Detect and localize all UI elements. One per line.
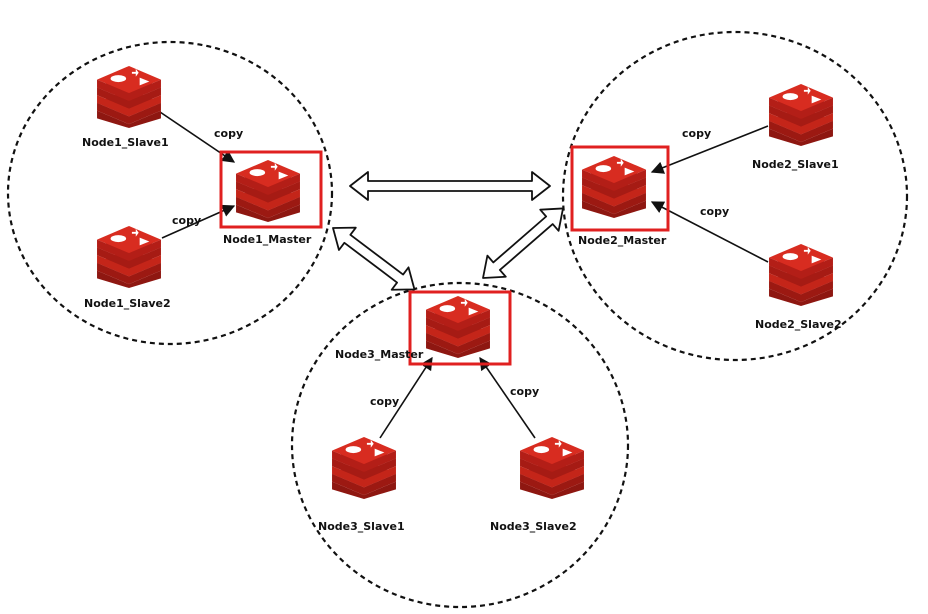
node2-slave1-label: Node2_Slave1 [752, 158, 839, 171]
master2-master3-double-arrow [482, 207, 564, 279]
redis-logo-icon [582, 156, 646, 218]
copy-label: copy [700, 205, 729, 218]
node3-slave1-label: Node3_Slave1 [318, 520, 405, 533]
cluster-3-boundary [290, 281, 630, 609]
node2-slave2-label: Node2_Slave2 [755, 318, 842, 331]
node1-master-highlight [219, 150, 323, 229]
cluster-2-boundary [561, 30, 909, 362]
redis-logo-icon [426, 296, 490, 358]
edge-node2-slave2-to-master [650, 201, 769, 263]
master1-master2-double-arrow [349, 171, 551, 201]
redis-logo-icon [97, 226, 161, 288]
node1-master-label: Node1_Master [223, 233, 312, 246]
node1-slave1-label: Node1_Slave1 [82, 136, 169, 149]
copy-label: copy [172, 214, 201, 227]
edge-node3-slave1-to-master [379, 356, 433, 439]
node2-master-label: Node2_Master [578, 234, 667, 247]
edge-node2-slave1-to-master [650, 125, 769, 174]
copy-label: copy [510, 385, 539, 398]
node3-master-highlight [408, 290, 512, 366]
node1-slave2-label: Node1_Slave2 [84, 297, 171, 310]
redis-logo-icon [236, 160, 300, 222]
copy-label: copy [682, 127, 711, 140]
node3-master-label: Node3_Master [335, 348, 424, 361]
redis-logo-icon [520, 437, 584, 499]
redis-logo-icon [97, 66, 161, 128]
edge-node3-slave2-to-master [479, 356, 536, 439]
master1-master3-double-arrow [332, 226, 416, 291]
node2-master-highlight [570, 145, 670, 232]
copy-label: copy [214, 127, 243, 140]
node3-slave2-label: Node3_Slave2 [490, 520, 577, 533]
redis-logo-icon [332, 437, 396, 499]
redis-logo-icon [769, 84, 833, 146]
cluster-1-boundary [6, 40, 334, 346]
copy-label: copy [370, 395, 399, 408]
redis-logo-icon [769, 244, 833, 306]
